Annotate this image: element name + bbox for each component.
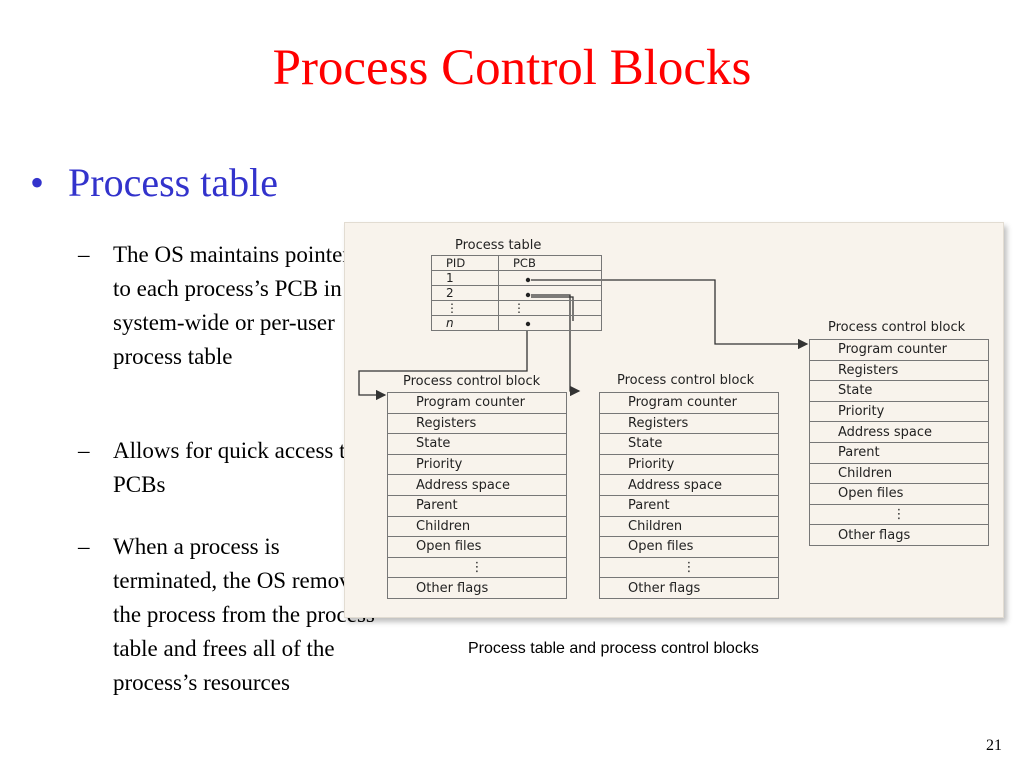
pcb-field: Program counter <box>809 339 989 361</box>
pcb-field: ⋮ <box>599 556 779 579</box>
pcb-field: Parent <box>387 494 567 517</box>
pointer-arrow-1 <box>531 279 809 350</box>
subbullet-text: Allows for quick access to PCBs <box>113 438 357 497</box>
pcb-field: Parent <box>809 441 989 464</box>
pcb-pointer-cell <box>498 270 602 286</box>
pcb-field: Other flags <box>599 577 779 599</box>
pcb-field: Program counter <box>387 392 567 414</box>
subbullet-text: When a process is terminated, the OS rem… <box>113 534 375 695</box>
figure-caption: Process table and process control blocks <box>468 640 759 657</box>
pcb-field: Priority <box>599 453 779 476</box>
pcb-field: Children <box>599 515 779 538</box>
pcb-field: Address space <box>599 474 779 496</box>
pid-cell: ⋮ <box>431 300 499 316</box>
subbullet-dash: – <box>78 242 90 267</box>
page-number: 21 <box>986 737 1002 754</box>
pcb-field: ⋮ <box>387 556 567 579</box>
pcb-field: State <box>599 433 779 455</box>
pointer-arrow-n <box>358 331 528 401</box>
pid-cell: n <box>431 315 499 331</box>
pcb-field: Open files <box>599 536 779 558</box>
pcb-field: Open files <box>387 536 567 558</box>
slide-title: Process Control Blocks <box>272 40 752 96</box>
column-header-pid: PID <box>431 255 499 271</box>
pcb-field: Address space <box>809 421 989 443</box>
bullet-marker: • <box>30 160 45 205</box>
pcb-title-right: Process control block <box>828 320 966 335</box>
pcb-title-middle: Process control block <box>617 373 755 388</box>
pcb-field: State <box>387 433 567 455</box>
process-table-figure: Process table PID PCB 1 2 ⋮ ⋮ n Process … <box>344 222 1004 618</box>
bullet-process-table: Process table <box>68 160 278 205</box>
pcb-title-left: Process control block <box>403 374 541 389</box>
pcb-field: Registers <box>809 359 989 382</box>
pcb-field: Address space <box>387 474 567 496</box>
pcb-field: ⋮ <box>809 503 989 526</box>
pid-cell: 2 <box>431 285 499 301</box>
pcb-pointer-cell <box>498 315 602 331</box>
pcb-field: Children <box>809 462 989 485</box>
subbullet-text: The OS maintains pointers to each proces… <box>113 242 359 369</box>
pcb-field: Registers <box>387 412 567 435</box>
process-table: PID PCB 1 2 ⋮ ⋮ n <box>431 255 602 331</box>
column-header-pcb: PCB <box>498 255 602 271</box>
subbullet-dash: – <box>78 438 90 463</box>
pcb-field: Other flags <box>809 524 989 546</box>
pcb-field: Program counter <box>599 392 779 414</box>
pcb-pointer-cell: ⋮ <box>498 300 602 316</box>
pcb-field: Other flags <box>387 577 567 599</box>
pid-cell: 1 <box>431 270 499 286</box>
subbullet-dash: – <box>78 534 90 559</box>
pcb-field: Priority <box>387 453 567 476</box>
pcb-field: State <box>809 380 989 402</box>
pcb-field: Registers <box>599 412 779 435</box>
pcb-field: Children <box>387 515 567 538</box>
pcb-field: Open files <box>809 483 989 505</box>
pcb-field: Priority <box>809 400 989 423</box>
pcb-pointer-cell <box>498 285 602 301</box>
process-table-title: Process table <box>455 238 542 253</box>
pcb-field: Parent <box>599 494 779 517</box>
